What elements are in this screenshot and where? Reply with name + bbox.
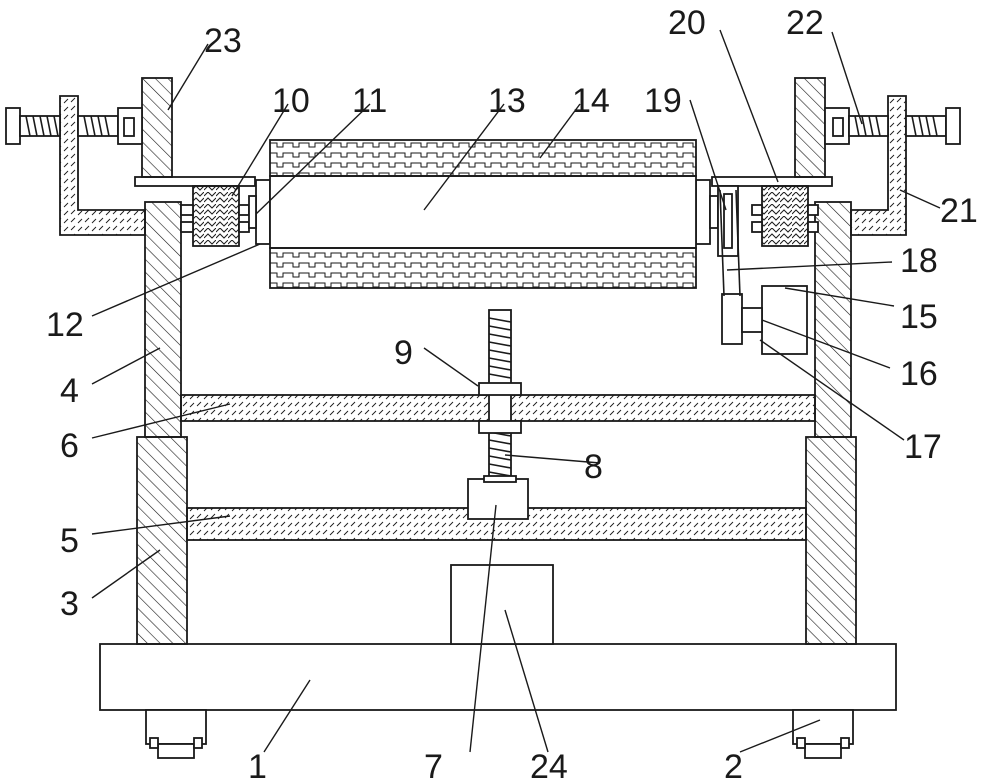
nut-upper: [478, 382, 522, 396]
callout-19: 19: [644, 82, 682, 120]
callout-10: 10: [272, 82, 310, 120]
wheel-right: [792, 709, 854, 759]
belt-left: [719, 189, 725, 297]
nut-lower: [478, 420, 522, 434]
adjusting-screw-right: [824, 107, 961, 145]
motor-box: [450, 564, 554, 645]
drive-motor: [761, 285, 808, 355]
support-plate-left: [134, 176, 256, 187]
callout-11: 11: [352, 82, 387, 120]
callout-20: 20: [668, 4, 706, 42]
lower-leg-left: [136, 436, 188, 645]
callout-3: 3: [60, 585, 79, 623]
fixing-board-left: [141, 77, 173, 178]
callout-8: 8: [584, 448, 603, 486]
roller-sleeve-bottom: [269, 247, 697, 289]
callout-15: 15: [900, 298, 938, 336]
callout-22: 22: [786, 4, 824, 42]
callout-6: 6: [60, 427, 79, 465]
adjusting-screw-left: [5, 107, 143, 145]
callout-18: 18: [900, 242, 938, 280]
upper-leg-left: [144, 201, 182, 438]
callout-23: 23: [204, 22, 242, 60]
callout-16: 16: [900, 355, 938, 393]
callout-9: 9: [394, 334, 413, 372]
drive-pulley: [721, 293, 743, 345]
callout-7: 7: [424, 748, 443, 783]
callout-5: 5: [60, 522, 79, 560]
bearing-block-left: [192, 185, 240, 247]
callout-17: 17: [904, 428, 942, 466]
leader-lines: [91, 29, 941, 753]
lower-leg-right: [805, 436, 857, 645]
callout-4: 4: [60, 372, 79, 410]
roller-sleeve-top: [269, 139, 697, 177]
l-bracket-right: [850, 95, 907, 236]
roller-end-cap-right: [695, 179, 711, 245]
fixing-board-right: [794, 77, 826, 178]
callout-2: 2: [724, 748, 743, 783]
callout-24: 24: [530, 748, 568, 783]
l-bracket-left: [59, 95, 146, 236]
support-plate-right: [711, 176, 833, 187]
callout-21: 21: [940, 192, 978, 230]
callout-1: 1: [248, 748, 267, 783]
upper-leg-right: [814, 201, 852, 438]
base-plate: [99, 643, 897, 711]
callout-14: 14: [572, 82, 610, 120]
roller-core: [269, 175, 697, 249]
coupling-block: [467, 478, 529, 520]
belt-right: [735, 189, 741, 297]
callout-12: 12: [46, 306, 84, 344]
wheel-left: [145, 709, 207, 759]
bearing-block-right: [761, 185, 809, 247]
callout-13: 13: [488, 82, 526, 120]
